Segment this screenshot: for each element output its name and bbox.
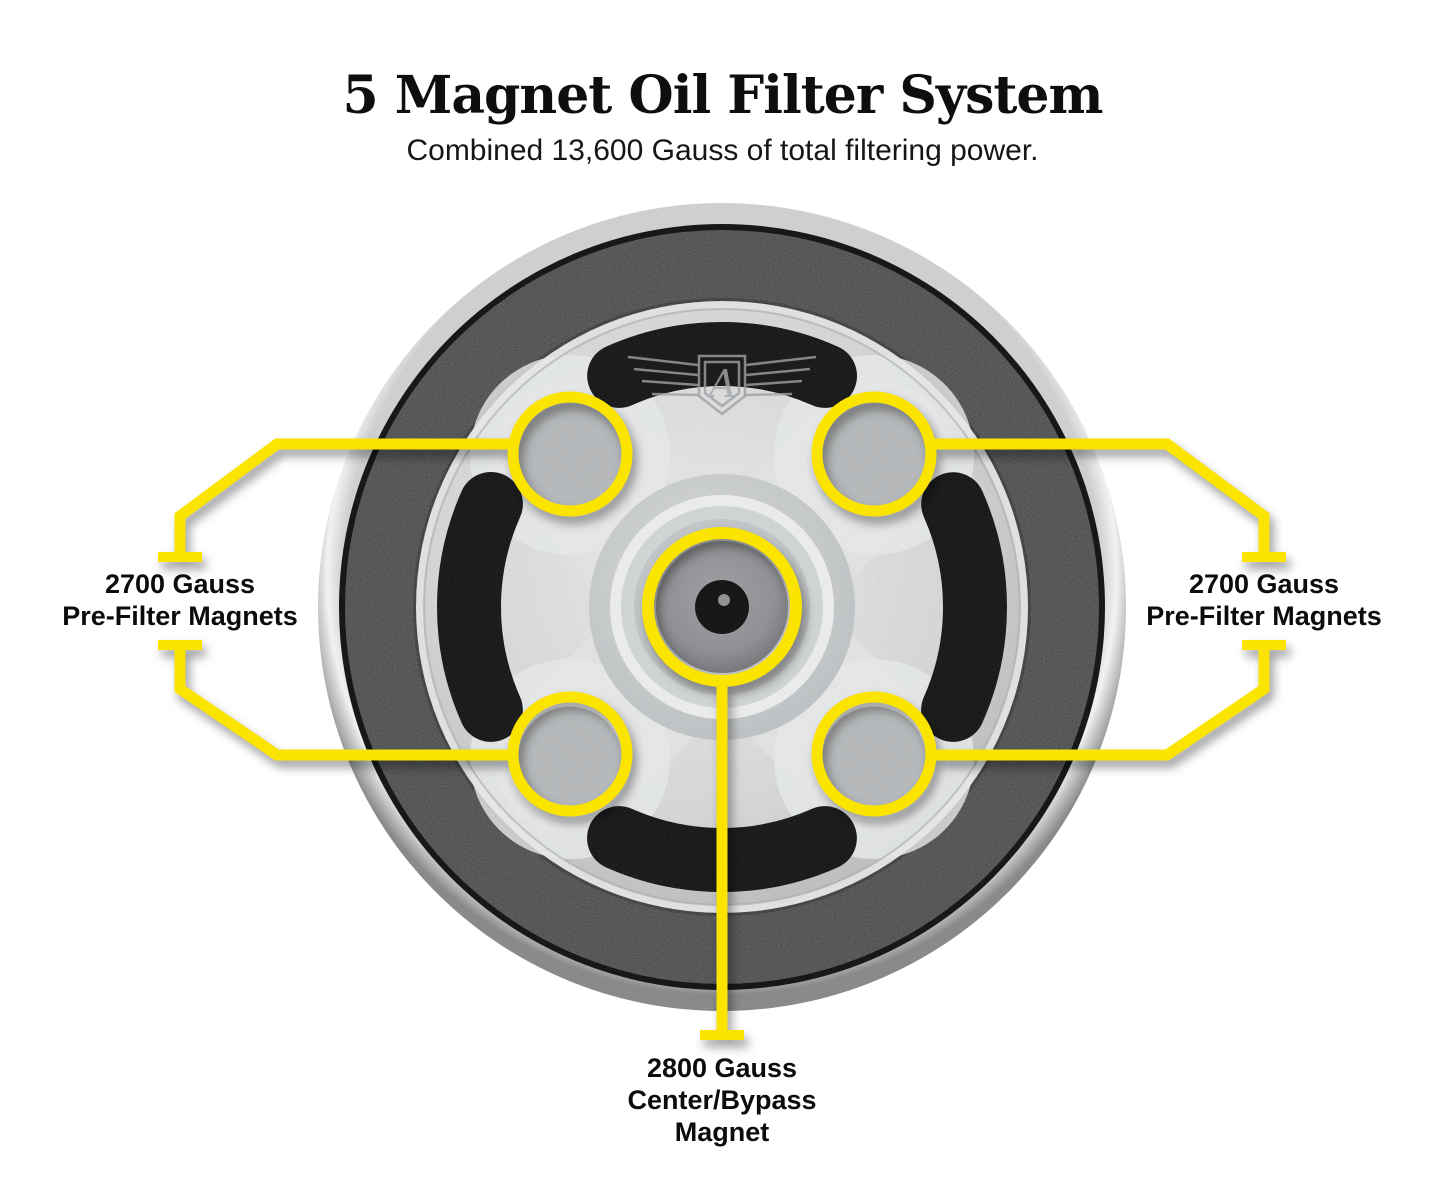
callout-line-left-bottom <box>174 650 516 761</box>
callout-bottom-line2: Center/Bypass <box>627 1085 817 1115</box>
callout-bottom-line3: Magnet <box>674 1117 770 1147</box>
callout-bottom-line1: 2800 Gauss <box>646 1053 798 1083</box>
callout-line-left-top <box>174 438 516 552</box>
callout-line-right-bottom <box>928 650 1270 761</box>
callout-left-line1: 2700 Gauss <box>104 569 256 599</box>
highlight-circle-top-left <box>507 391 633 517</box>
page-subtitle: Combined 13,600 Gauss of total filtering… <box>406 134 1039 167</box>
callout-label-center-magnet: 2800 Gauss Center/Bypass Magnet <box>562 1052 882 1148</box>
highlight-circle-top-right <box>811 391 937 517</box>
callout-right-line1: 2700 Gauss <box>1188 569 1340 599</box>
callout-left-line2: Pre-Filter Magnets <box>62 601 298 631</box>
magnet-highlights-and-callouts <box>158 391 1286 1040</box>
callout-label-right: 2700 Gauss Pre-Filter Magnets <box>1104 568 1424 632</box>
page-title: 5 Magnet Oil Filter System <box>342 65 1103 126</box>
callout-right-line2: Pre-Filter Magnets <box>1146 601 1382 631</box>
callout-line-right-top <box>928 438 1270 552</box>
callout-label-left: 2700 Gauss Pre-Filter Magnets <box>20 568 340 632</box>
